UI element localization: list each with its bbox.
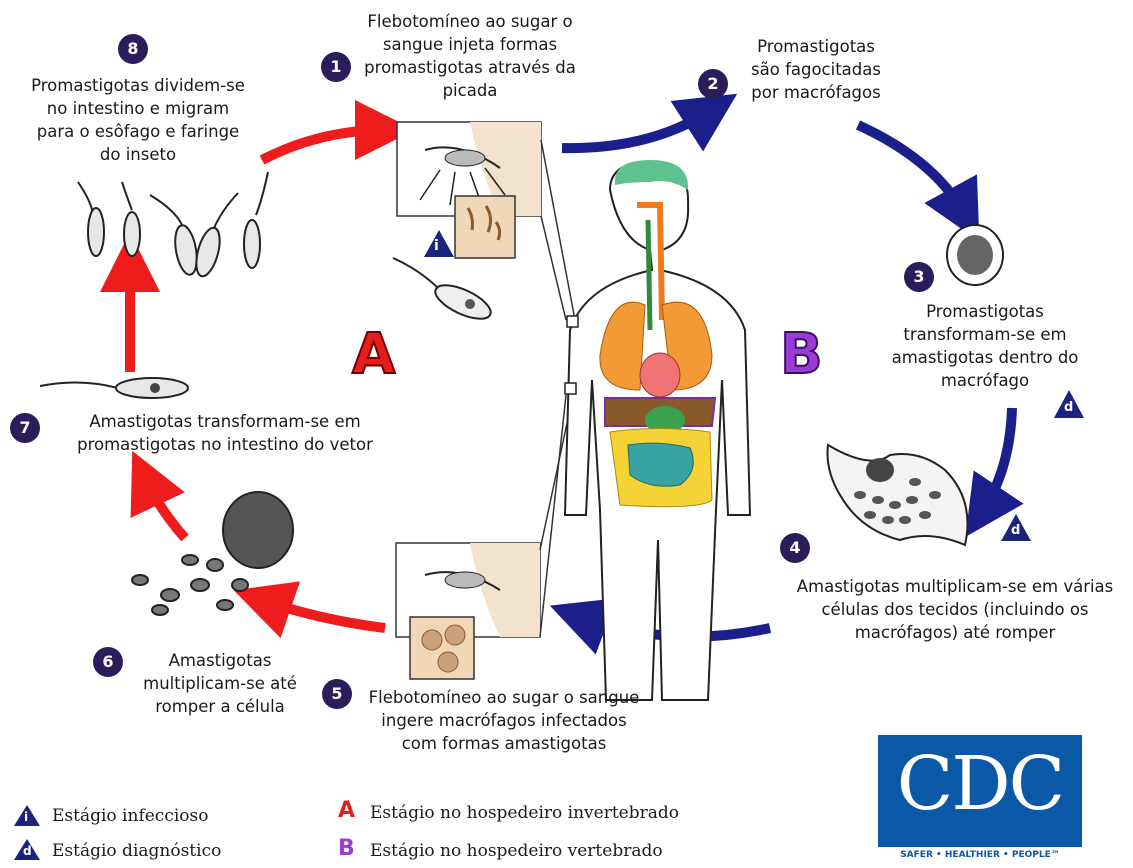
arrow-1-to-2 (562, 110, 712, 148)
legend-diagnostic-text: Estágio diagnóstico (52, 840, 221, 862)
step-5-text: Flebotomíneo ao sugar o sangue ingere ma… (354, 686, 654, 755)
step-number-8: 8 (118, 34, 148, 64)
step-number-2: 2 (698, 69, 728, 99)
arrow-3-to-4 (982, 408, 1012, 512)
legend-infective-badge-letter: i (24, 810, 28, 824)
diagnostic-badge-letter-4: d (1011, 523, 1020, 538)
step-2-text: Promastigotas são fagocitadas por macróf… (730, 35, 902, 104)
macrophage-illustration (947, 225, 1003, 285)
legend-infective-text: Estágio infeccioso (52, 805, 208, 827)
step-1-text: Flebotomíneo ao sugar o sangue injeta fo… (340, 10, 600, 102)
legend-diagnostic-badge-letter: d (23, 844, 32, 858)
arrow-2-to-3 (858, 125, 965, 215)
arrow-6-to-7 (145, 478, 185, 538)
step-6-text: Amastigotas multiplicam-se até romper a … (125, 649, 315, 718)
dividing-promastigotes-illustration (78, 172, 268, 279)
stage-label-vertebrate: B (780, 322, 823, 387)
step-number-6: 6 (93, 647, 123, 677)
legend-mark-A: A (338, 798, 355, 823)
cdc-logo-tagline: SAFER • HEALTHIER • PEOPLE™ (878, 847, 1082, 863)
cdc-logo-text: CDC (878, 739, 1082, 829)
promastigote-illustration (393, 258, 495, 326)
step-7-text: Amastigotas transformam-se em promastigo… (40, 410, 410, 456)
cdc-logo: CDC SAFER • HEALTHIER • PEOPLE™ (878, 735, 1082, 863)
legend-invertebrate-text: Estágio no hospedeiro invertebrado (370, 802, 679, 824)
step-number-3: 3 (904, 262, 934, 292)
promastigote-vector-illustration (40, 378, 188, 398)
step-4-text: Amastigotas multiplicam-se em várias cél… (780, 575, 1130, 644)
diagnostic-badge-letter-3: d (1064, 400, 1073, 415)
legend-vertebrate-text: Estágio no hospedeiro vertebrado (370, 840, 663, 862)
infective-stage-badge (424, 230, 454, 257)
sandfly-feeding-illustration (396, 543, 540, 679)
stage-label-invertebrate: A (352, 322, 395, 387)
step-3-text: Promastigotas transformam-se em amastigo… (880, 300, 1090, 392)
infective-badge-letter: i (434, 238, 439, 254)
step-number-5: 5 (322, 679, 352, 709)
legend-mark-B: B (338, 836, 355, 861)
step-number-7: 7 (10, 413, 40, 443)
ruptured-cell-illustration (132, 492, 293, 615)
step-8-text: Promastigotas dividem-se no intestino e … (6, 74, 270, 166)
step-number-4: 4 (780, 533, 810, 563)
sandfly-bite-illustration (397, 122, 541, 258)
arrow-5-to-6 (262, 600, 385, 628)
arrow-8-to-1 (262, 130, 385, 160)
infected-tissue-cell-illustration (828, 445, 968, 545)
